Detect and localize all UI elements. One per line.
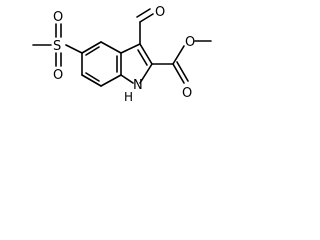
bond-c5-s (65, 44, 83, 54)
bond-ring-c6-c7 (81, 74, 102, 87)
atom-o-sulfonyl-bottom: O (53, 68, 63, 83)
bond-ester-c-o-carbonyl-double (176, 61, 189, 82)
bond-cho-o-double (136, 8, 151, 18)
atom-o-aldehyde: O (155, 5, 165, 20)
atom-o-carbonyl: O (182, 86, 192, 101)
bond-c3a-c3 (120, 43, 141, 54)
bond-c3-c2-inner (137, 49, 148, 66)
atom-h-indole: H (124, 90, 133, 104)
atom-s-sulfonyl: S (53, 39, 61, 54)
bond-cho-o (139, 13, 154, 23)
bond-ring-c4-c5 (81, 41, 102, 54)
bond-n1-c7a (120, 74, 134, 84)
bond-ester-c-o-carbonyl (172, 63, 185, 84)
molecule-structure: O O O S O O N H (32, 5, 212, 104)
bond-c3-c2 (139, 43, 153, 65)
bond-ring-c7-c7a (100, 74, 122, 87)
bond-ester-c-o-ether (172, 45, 185, 65)
atom-o-sulfonyl-top: O (53, 10, 63, 25)
structure-canvas: O O O S O O N H (0, 0, 231, 118)
bond-c2-n1 (139, 63, 153, 84)
atom-n-indole: N (133, 78, 143, 93)
bond-ring-c4-c5-inner (85, 46, 100, 56)
bond-ring-c3a-c4 (100, 41, 122, 54)
bond-ring-c6-c7-inner (85, 72, 100, 82)
atom-o-ester: O (185, 35, 195, 50)
